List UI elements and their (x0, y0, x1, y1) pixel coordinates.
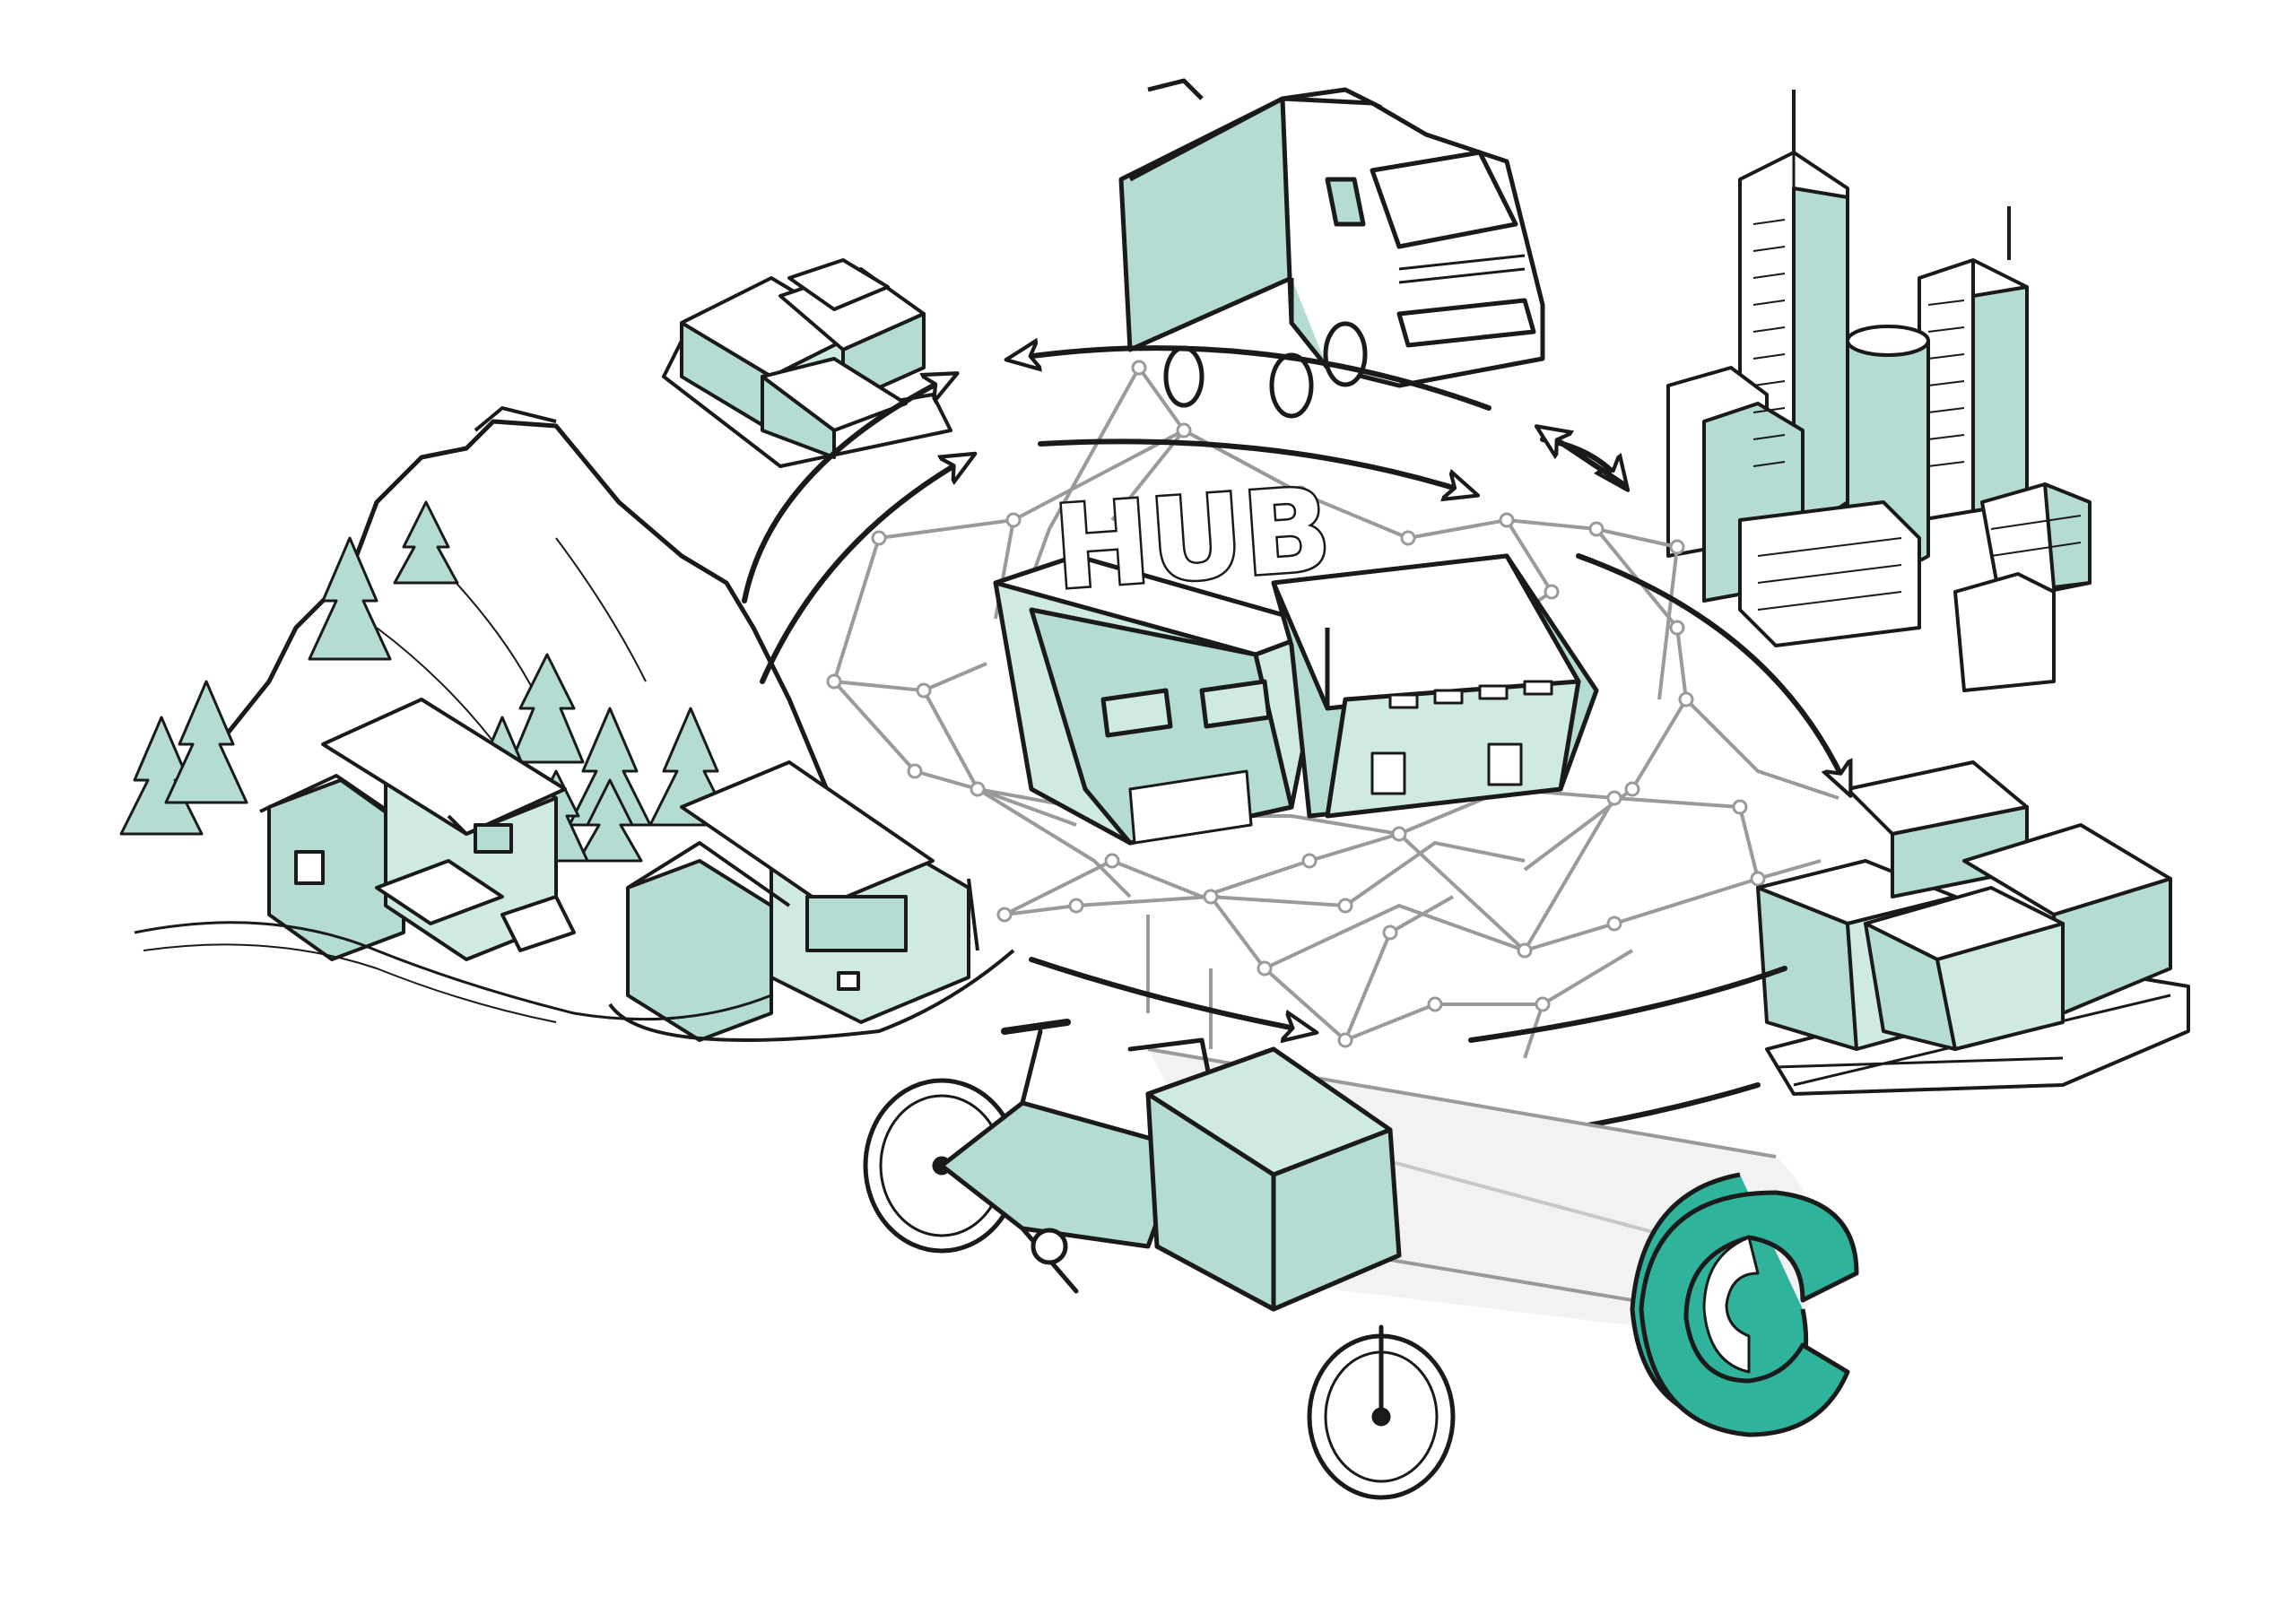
pallet-boxes-icon (662, 258, 952, 468)
logo-c-tube-icon (1630, 1172, 1859, 1437)
hub-label: HUB (1049, 464, 1335, 616)
city-skyline-icon (1666, 90, 2092, 692)
flow-arrows (742, 348, 1848, 1157)
hub-sign: HUB (1048, 461, 1337, 618)
mountain-village-icon (119, 405, 1015, 1042)
cargo-bike-icon (863, 1019, 1456, 1500)
network-nodes (826, 360, 1766, 1048)
pallet-boxes-icon (1756, 760, 2190, 1096)
truck-icon (1118, 78, 1545, 419)
hub-building-icon (993, 553, 1599, 846)
